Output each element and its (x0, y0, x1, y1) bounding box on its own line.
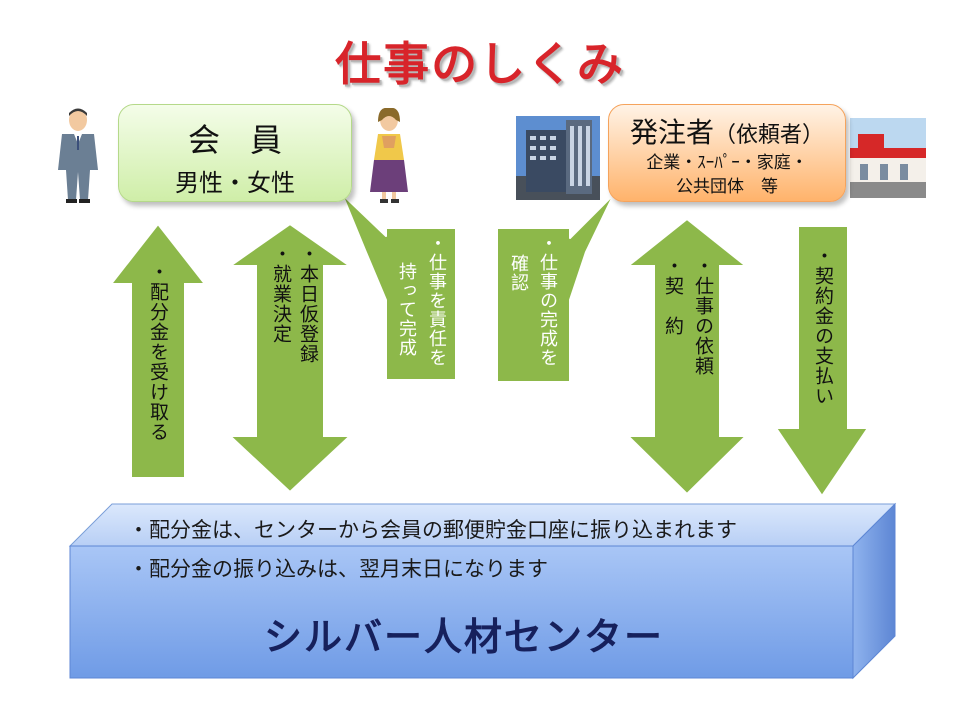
callout-client-line1: ・仕事の完成を (537, 234, 558, 367)
callout-member (341, 193, 457, 381)
arrow-payment (774, 225, 870, 498)
member-title: 会員 (187, 121, 312, 159)
callout-client-line2: 確認 (508, 254, 529, 292)
callout-member-line2: 持って完成 (396, 262, 417, 357)
center-note-2: ・配分金の振り込みは、翌月末日になります (128, 557, 548, 581)
center-box-front (69, 545, 854, 679)
client-box: 発注者（依頼者） 企業・ｽｰﾊﾟｰ・家庭・ 公共団体 等 (608, 104, 846, 202)
arrow-request-contract (625, 217, 749, 496)
office-building-image (516, 116, 600, 200)
supermarket-image (850, 118, 926, 198)
arrow-registration-label: ・本日仮登録 (297, 244, 319, 364)
client-title: 発注者（依頼者） (609, 111, 845, 151)
arrow-receive-allocation-label: ・配分金を受け取る (147, 262, 169, 442)
man-figure (58, 108, 98, 203)
arrow-receive-allocation (108, 222, 208, 479)
page-title: 仕事のしくみ (335, 37, 625, 91)
arrow-job-request-label: ・仕事の依頼 (692, 256, 714, 376)
arrow-payment-label: ・契約金の支払い (812, 246, 834, 406)
client-title-paren: （依頼者） (714, 123, 825, 148)
woman-figure (370, 108, 408, 203)
client-line1: 企業・ｽｰﾊﾟｰ・家庭・ (646, 153, 808, 173)
center-note-1: ・配分金は、センターから会員の郵便貯金口座に振り込まれます (128, 518, 737, 542)
arrow-registration (226, 222, 354, 494)
callout-client (496, 193, 615, 383)
member-subtitle: 男性・女性 (175, 169, 295, 197)
client-line2: 公共団体 等 (676, 177, 778, 197)
client-title-main: 発注者 (629, 116, 714, 149)
arrow-job-decision-label: ・就業決定 (270, 244, 292, 344)
center-name: シルバー人材センター (263, 615, 664, 659)
callout-member-line1: ・仕事を責任を (426, 234, 447, 367)
arrow-contract-label: ・契 約 (662, 256, 684, 336)
member-box: 会員 男性・女性 (118, 104, 352, 202)
